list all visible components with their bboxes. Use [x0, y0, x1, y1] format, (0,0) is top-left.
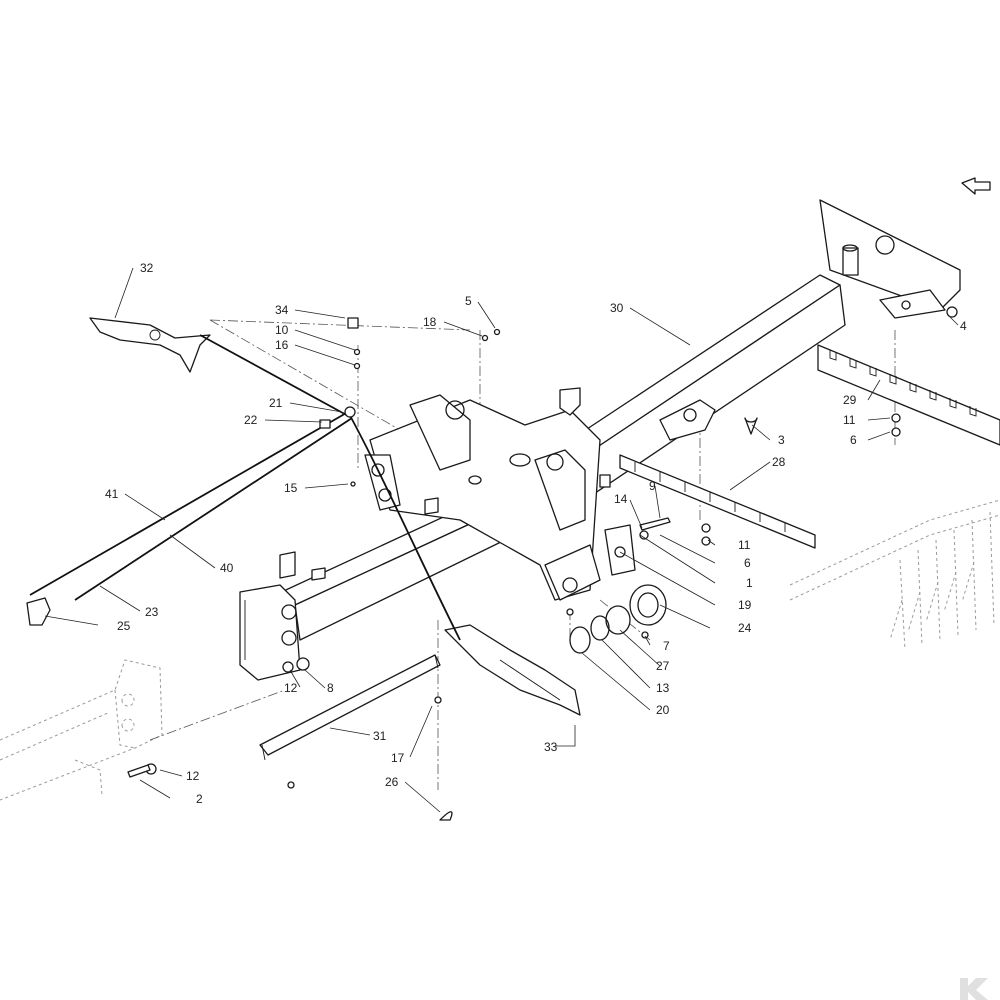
callout-6b: 6 [744, 556, 751, 570]
callout-33: 33 [544, 740, 558, 754]
callout-16: 16 [275, 338, 289, 352]
bearing-rings [569, 584, 667, 654]
callout-12: 12 [284, 681, 298, 695]
callout-10: 10 [275, 323, 289, 337]
callout-28: 28 [772, 455, 786, 469]
callout-24: 24 [738, 621, 752, 635]
ghost-left-frame [0, 659, 163, 801]
callout-20: 20 [656, 703, 670, 717]
callout-22: 22 [244, 413, 258, 427]
comb-plate-28 [619, 454, 816, 549]
callout-21: 21 [269, 396, 283, 410]
callout-40: 40 [220, 561, 234, 575]
callout-23: 23 [145, 605, 159, 619]
callout-34: 34 [275, 303, 289, 317]
callout-14: 14 [614, 492, 628, 506]
callout-11b: 11 [738, 538, 751, 552]
callout-4: 4 [960, 319, 967, 333]
callout-25: 25 [117, 619, 131, 633]
callout-29: 29 [843, 393, 857, 407]
callout-5: 5 [465, 294, 472, 308]
direction-arrow-icon [961, 177, 991, 195]
comb-plate-29 [817, 344, 1000, 446]
central-headstock [364, 394, 716, 601]
brand-logo-mark [960, 978, 988, 1000]
small-brackets [279, 387, 581, 581]
arm-33 [444, 624, 581, 716]
callout-30: 30 [610, 301, 624, 315]
callout-18: 18 [423, 315, 437, 329]
callout-32: 32 [140, 261, 154, 275]
arm-32 [89, 317, 211, 373]
callout-26: 26 [385, 775, 399, 789]
plate-31 [259, 654, 441, 761]
leader-lines [44, 267, 959, 813]
cables [29, 334, 461, 641]
callout-41: 41 [105, 487, 119, 501]
callout-19: 19 [738, 598, 752, 612]
callout-27: 27 [656, 659, 670, 673]
callout-6: 6 [850, 433, 857, 447]
hardware-small-parts [127, 306, 958, 821]
callout-15: 15 [284, 481, 298, 495]
callout-31: 31 [373, 729, 387, 743]
front-cross-beam [239, 499, 506, 681]
callout-9: 9 [649, 479, 656, 493]
callout-2: 2 [196, 792, 203, 806]
bracket-25 [26, 597, 51, 626]
callout-7: 7 [663, 639, 670, 653]
callout-11: 11 [843, 413, 856, 427]
callout-3: 3 [778, 433, 785, 447]
callout-8: 8 [327, 681, 334, 695]
callout-labels: 32 34 10 16 18 5 30 4 21 22 3 29 11 6 28… [105, 261, 967, 806]
callout-12b: 12 [186, 769, 200, 783]
callout-1: 1 [746, 576, 753, 590]
callout-13: 13 [656, 681, 670, 695]
ghost-right-tines [789, 499, 1000, 651]
callout-17: 17 [391, 751, 405, 765]
